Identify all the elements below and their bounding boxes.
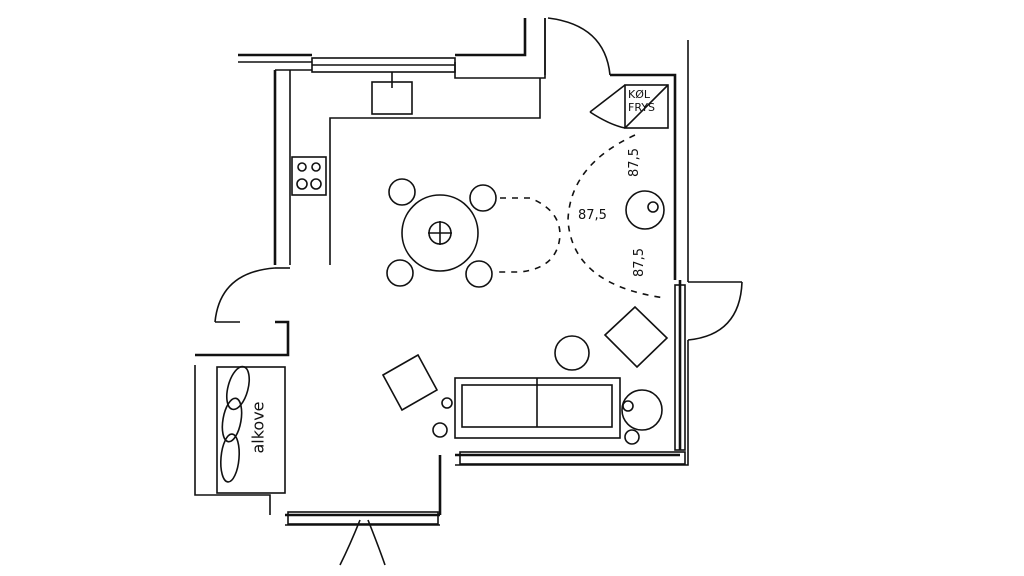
clearance-label-bottom: 87,5 xyxy=(631,248,647,277)
walls xyxy=(194,18,689,526)
fridge-label: KØL FRYS xyxy=(628,88,655,114)
lamps xyxy=(432,397,640,445)
window-bottom xyxy=(287,511,439,566)
clearance-label-top: 87,5 xyxy=(626,148,642,177)
door-top-right xyxy=(544,17,611,76)
kitchen-counter xyxy=(329,78,541,265)
window-right xyxy=(674,284,686,451)
window-top xyxy=(311,57,456,73)
sofa xyxy=(454,377,621,439)
fridge xyxy=(624,84,669,129)
door-left xyxy=(214,267,276,323)
sink xyxy=(371,72,413,115)
side-table xyxy=(554,335,663,431)
round-stool xyxy=(625,190,665,230)
alcove-label: alkove xyxy=(248,401,268,454)
dining-table xyxy=(386,178,561,288)
window-bottom-right xyxy=(459,451,686,465)
door-right xyxy=(687,281,743,341)
door-fridge xyxy=(589,84,626,129)
armchair-right xyxy=(603,305,669,369)
clearance-label-left: 87,5 xyxy=(578,208,607,223)
armchair-left xyxy=(381,353,439,412)
stove xyxy=(291,156,327,196)
alcove xyxy=(216,365,286,494)
